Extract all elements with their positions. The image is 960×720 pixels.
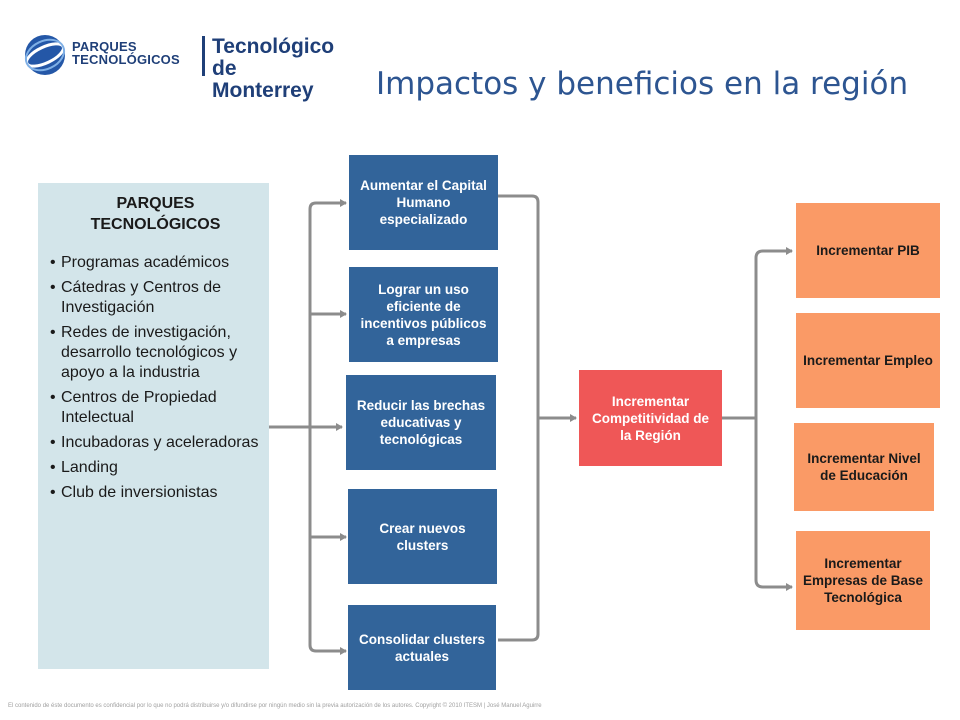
logo: PARQUES TECNOLÓGICOS Tecnológico de Mont…	[22, 30, 334, 102]
box-consolidar-clusters: Consolidar clusters actuales	[348, 605, 496, 690]
connector-outcome-bus	[754, 249, 792, 589]
footer-disclaimer: El contenido de éste documento es confid…	[8, 703, 542, 709]
box-incrementar-empleo: Incrementar Empleo	[796, 313, 940, 408]
list-item: Centros de Propiedad Intelectual	[50, 388, 261, 428]
connector-right-bus	[531, 194, 540, 642]
logo-parques-text: PARQUES TECNOLÓGICOS	[72, 39, 180, 67]
box-reducir-brechas: Reducir las brechas educativas y tecnoló…	[346, 375, 496, 470]
list-item: Programas académicos	[50, 253, 261, 273]
logo-separator	[202, 36, 205, 76]
box-incrementar-competitividad: Incrementar Competitividad de la Región	[579, 370, 722, 466]
list-item: Redes de investigación, desarrollo tecno…	[50, 323, 261, 383]
list-item: Landing	[50, 458, 261, 478]
logo-tec-text: Tecnológico de Monterrey	[212, 35, 335, 102]
left-panel-parques: PARQUES TECNOLÓGICOS Programas académico…	[38, 183, 269, 669]
list-item: Incubadoras y aceleradoras	[50, 433, 261, 453]
globe-icon	[24, 35, 66, 75]
box-incrementar-educacion: Incrementar Nivel de Educación	[794, 423, 934, 511]
box-incrementar-pib: Incrementar PIB	[796, 203, 940, 298]
list-item: Club de inversionistas	[50, 483, 261, 503]
left-panel-heading: PARQUES TECNOLÓGICOS	[90, 195, 221, 233]
box-uso-eficiente-incentivos: Lograr un uso eficiente de incentivos pú…	[349, 267, 498, 362]
box-incrementar-empresas-base-tecnologica: Incrementar Empresas de Base Tecnológica	[796, 531, 930, 630]
box-crear-clusters: Crear nuevos clusters	[348, 489, 497, 584]
page-title: Impactos y beneficios en la región	[376, 66, 909, 102]
left-panel-list: Programas académicos Cátedras y Centros …	[50, 253, 261, 503]
box-aumentar-capital-humano: Aumentar el Capital Humano especializado	[349, 155, 498, 250]
list-item: Cátedras y Centros de Investigación	[50, 278, 261, 318]
